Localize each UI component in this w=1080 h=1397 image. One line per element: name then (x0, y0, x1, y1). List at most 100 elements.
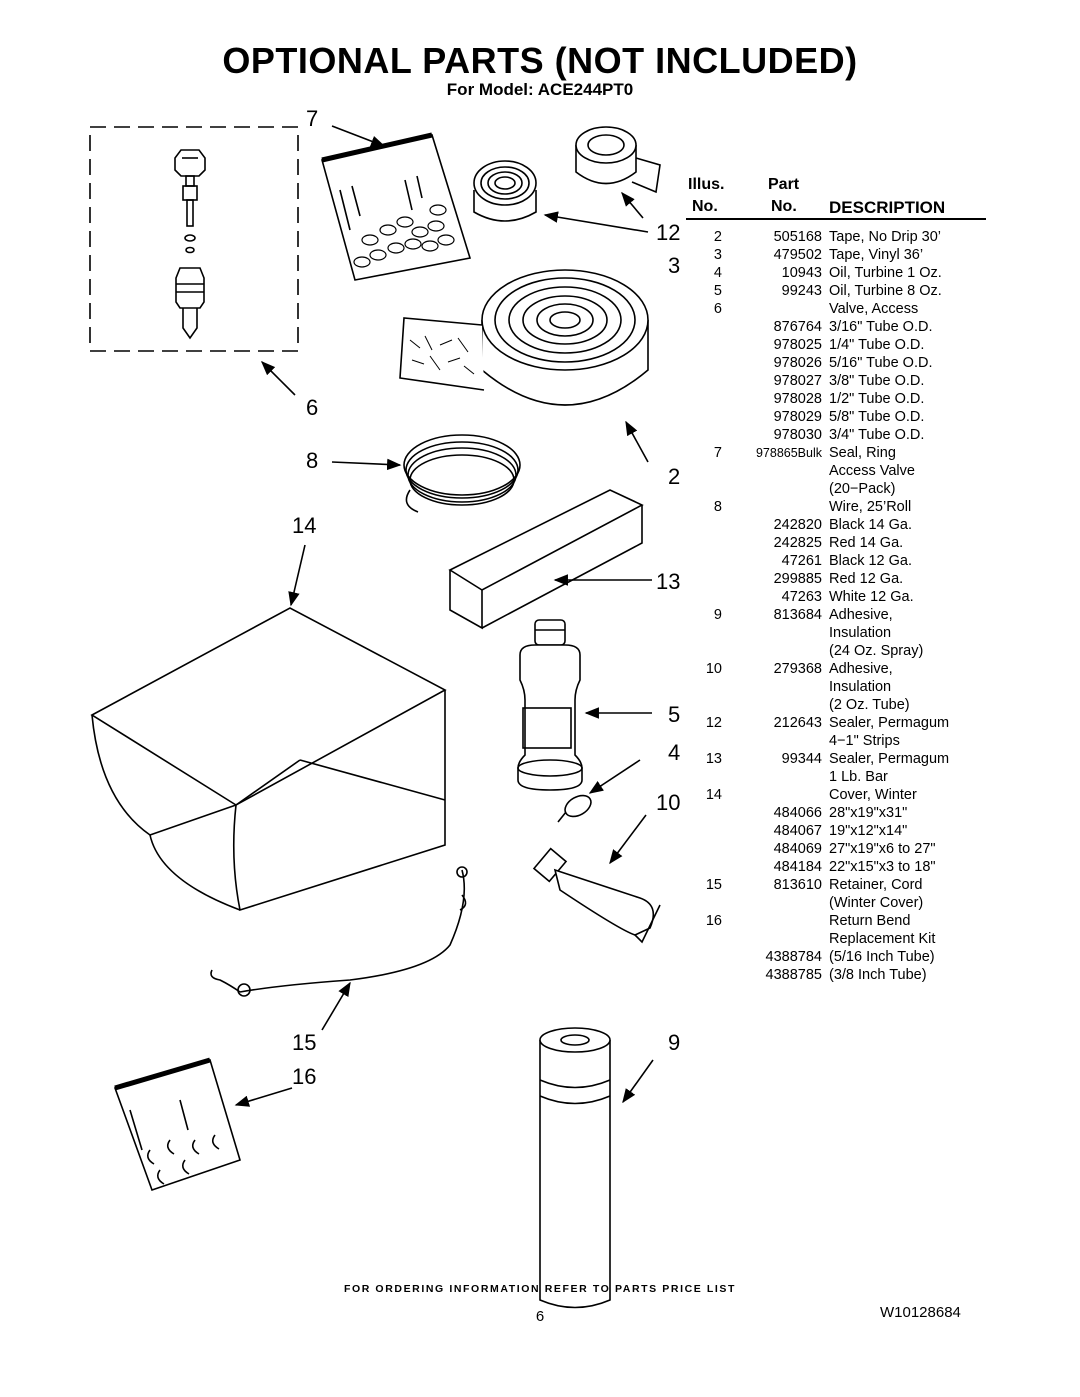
part-description: (2 Oz. Tube) (829, 697, 910, 713)
part-description: Oil, Turbine 1 Oz. (829, 265, 942, 281)
table-row: 299885 Red 12 Ga. (686, 570, 986, 588)
callout-13: 13 (656, 569, 680, 594)
callout-15: 15 (292, 1030, 316, 1055)
part-number: 484067 (773, 823, 822, 839)
table-row: 4 10943 Oil, Turbine 1 Oz. (686, 264, 986, 282)
part-description: Black 12 Ga. (829, 553, 913, 569)
part-description: Tape, No Drip 30’ (829, 229, 942, 245)
part-number: 484184 (773, 859, 822, 875)
model-subtitle: For Model: ACE244PT0 (446, 80, 634, 99)
illus-number: 16 (705, 913, 722, 929)
table-row: 1 Lb. Bar (686, 768, 986, 786)
table-row: 978027 3/8" Tube O.D. (686, 372, 986, 390)
illus-number: 13 (705, 751, 722, 767)
table-row: 4388785(3/8 Inch Tube) (686, 966, 986, 984)
part-description: 19"x12"x14" (829, 823, 908, 839)
table-row: 47261 Black 12 Ga. (686, 552, 986, 570)
cord-retainer-icon (210, 866, 468, 997)
part-description: 5/8" Tube O.D. (829, 409, 925, 425)
part-number: 99344 (781, 751, 822, 767)
seal-ring-bag-icon (321, 132, 472, 281)
col-illus-line1: Illus. (688, 176, 725, 193)
parts-table-header: Illus. No. Part No. DESCRIPTION (686, 176, 986, 220)
illus-number: 4 (713, 265, 722, 281)
illus-number: 5 (713, 283, 722, 299)
part-number: 10943 (781, 265, 822, 281)
part-description: (3/8 Inch Tube) (829, 967, 927, 983)
document-number: W10128684 (880, 1304, 961, 1321)
part-number: 978865Bulk (755, 446, 822, 460)
table-row: 978025 1/4" Tube O.D. (686, 336, 986, 354)
callout-numbers: 7 12 3 6 8 2 14 13 5 4 10 15 16 9 (292, 106, 680, 1089)
part-number: 978027 (773, 373, 822, 389)
part-number: 978029 (773, 409, 822, 425)
permagum-bar-icon (448, 489, 644, 630)
table-row: Insulation (686, 678, 986, 696)
part-description: Access Valve (829, 463, 915, 479)
part-description: Wire, 25’Roll (829, 499, 912, 515)
part-number: 299885 (773, 571, 822, 587)
access-valve-icon (174, 149, 206, 340)
part-number: 505168 (773, 229, 822, 245)
leader-lines (234, 125, 654, 1107)
part-description: Seal, Ring (829, 445, 896, 461)
table-row: 484067 19"x12"x14" (686, 822, 986, 840)
part-description: Adhesive, (829, 661, 893, 677)
part-description: 3/16" Tube O.D. (829, 319, 933, 335)
table-row: 978026 5/16" Tube O.D. (686, 354, 986, 372)
callout-6: 6 (306, 395, 318, 420)
table-row: (24 Oz. Spray) (686, 642, 986, 660)
parts-table: Illus. No. Part No. DESCRIPTION 2 505168 T… (686, 176, 986, 984)
part-number: 99243 (781, 283, 822, 299)
illus-number: 3 (713, 247, 722, 263)
callout-12: 12 (656, 220, 680, 245)
part-description: White 12 Ga. (829, 589, 914, 605)
table-row: Insulation (686, 624, 986, 642)
ordering-note: FOR ORDERING INFORMATION REFER TO PARTS … (343, 1283, 737, 1295)
table-row: 5 99243 Oil, Turbine 8 Oz. (686, 282, 986, 300)
part-number: 978025 (773, 337, 822, 353)
part-number: 212643 (773, 715, 822, 731)
illus-number: 14 (705, 787, 722, 803)
part-number: 978026 (773, 355, 822, 371)
illus-number: 6 (713, 301, 722, 317)
part-description: Sealer, Permagum (829, 751, 950, 767)
part-number: 813610 (773, 877, 822, 893)
col-part-line1: Part (768, 176, 800, 193)
part-description: Return Bend (829, 913, 911, 929)
table-row: 2 505168 Tape, No Drip 30’ (686, 228, 986, 246)
callout-10: 10 (656, 790, 680, 815)
part-description: Red 12 Ga. (829, 571, 904, 587)
col-part-line2: No. (771, 198, 797, 215)
illus-number: 9 (713, 607, 722, 623)
table-row: 7 978865Bulk Seal, Ring (686, 444, 986, 462)
part-description: 1/4" Tube O.D. (829, 337, 925, 353)
oil-bottle-1oz-icon (557, 794, 592, 823)
no-drip-tape-icon (399, 269, 649, 406)
callout-14: 14 (292, 513, 316, 538)
table-row: 4−1" Strips (686, 732, 986, 750)
col-description: DESCRIPTION (829, 198, 946, 217)
part-description: Black 14 Ga. (829, 517, 913, 533)
illus-number: 7 (713, 445, 722, 461)
part-description: (20−Pack) (829, 481, 896, 497)
part-description: Retainer, Cord (829, 877, 923, 893)
part-description: 22"x15"x3 to 18" (829, 859, 936, 875)
callout-9: 9 (668, 1030, 680, 1055)
part-description: 5/16" Tube O.D. (829, 355, 933, 371)
part-description: 3/8" Tube O.D. (829, 373, 925, 389)
part-description: Oil, Turbine 8 Oz. (829, 283, 942, 299)
illus-number: 2 (713, 229, 722, 245)
part-number: 47261 (781, 553, 822, 569)
